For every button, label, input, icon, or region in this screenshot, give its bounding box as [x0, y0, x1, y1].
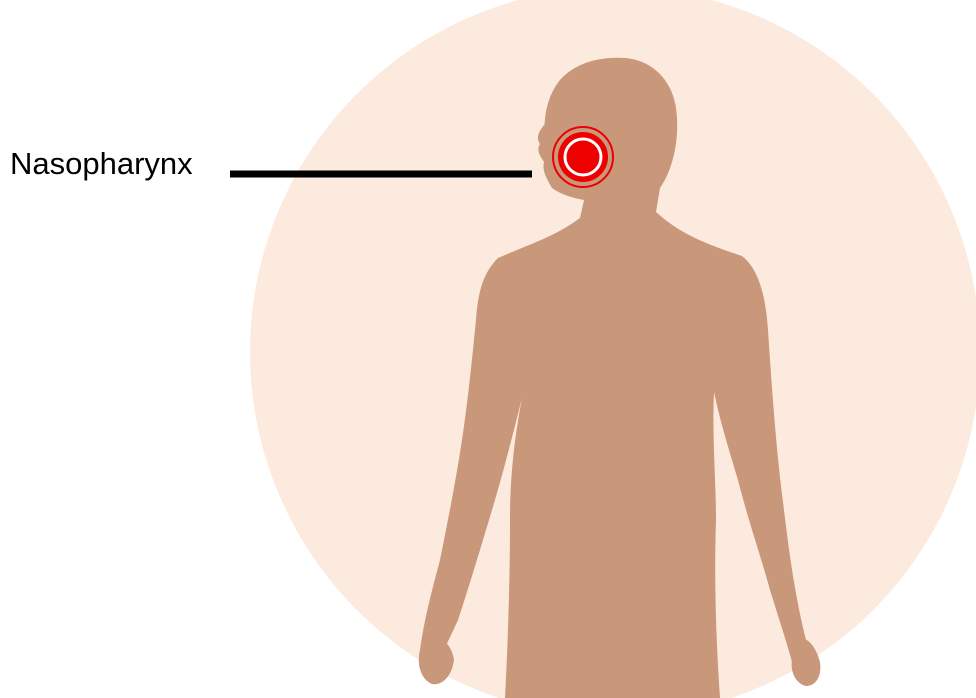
target-marker-icon — [553, 127, 613, 187]
nasopharynx-label: Nasopharynx — [10, 144, 193, 184]
